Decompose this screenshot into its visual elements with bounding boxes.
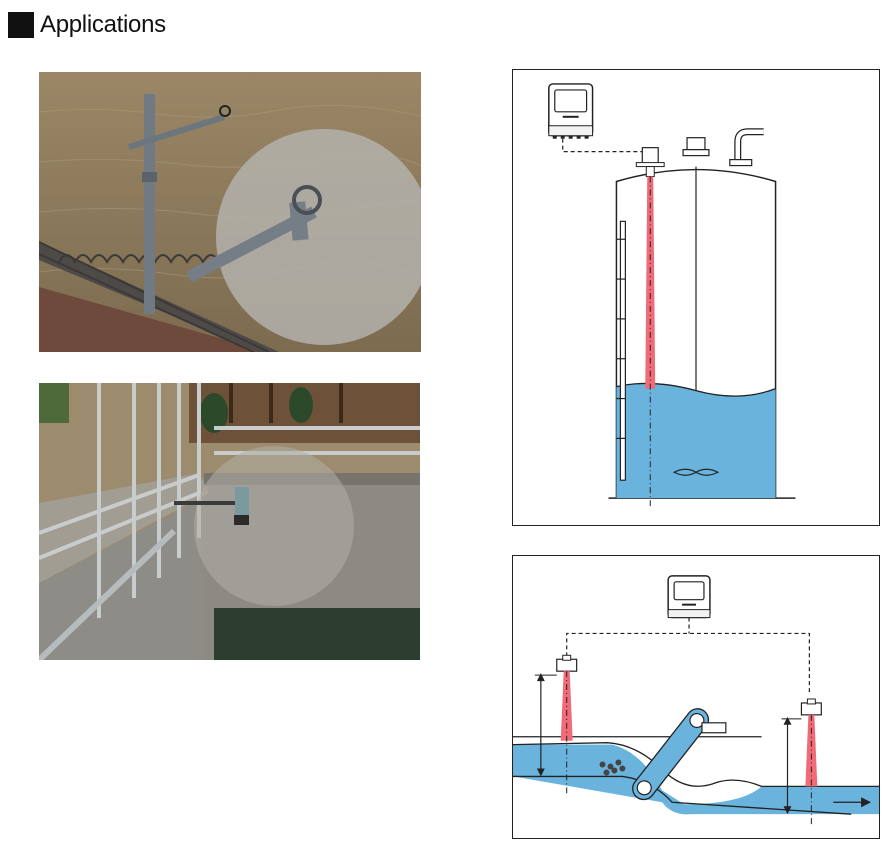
level-controller-icon bbox=[667, 575, 711, 619]
radar-sensor-icon bbox=[556, 654, 578, 672]
radar-sensor-icon bbox=[635, 147, 665, 178]
section-header: Applications bbox=[8, 10, 166, 40]
diagram-tank-level bbox=[512, 69, 880, 526]
radar-sensor-icon bbox=[800, 698, 822, 716]
diagram-channel-level bbox=[512, 555, 880, 839]
black-square-icon bbox=[8, 12, 34, 38]
photo-river-sensor bbox=[39, 72, 421, 352]
level-controller-icon bbox=[548, 83, 594, 139]
section-title: Applications bbox=[40, 11, 166, 38]
photo-dam-sensor bbox=[39, 383, 420, 660]
